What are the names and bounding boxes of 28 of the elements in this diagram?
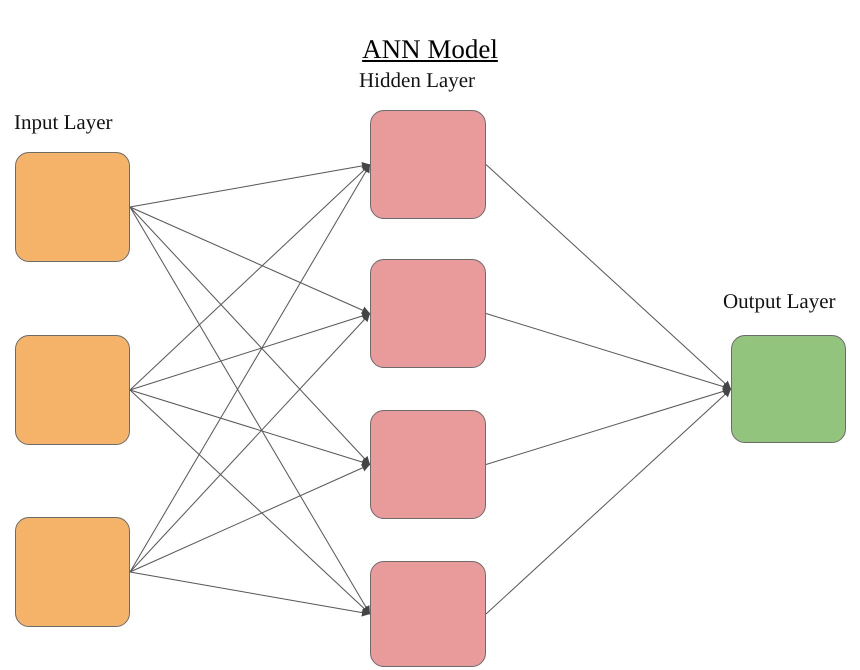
arrow — [486, 313, 732, 390]
layer-heading: Output Layer — [723, 289, 836, 314]
neuron-box — [15, 152, 130, 262]
neuron-box — [370, 561, 486, 667]
neuron-box — [15, 517, 130, 627]
arrow — [130, 390, 370, 466]
neuron-box — [370, 410, 486, 519]
layer-heading: Hidden Layer — [359, 68, 476, 93]
arrow — [130, 572, 370, 617]
arrow — [486, 388, 732, 465]
neuron-box — [731, 335, 846, 443]
arrow — [486, 388, 732, 614]
arrow — [130, 313, 370, 572]
arrow — [130, 464, 370, 572]
arrow — [130, 206, 370, 314]
layer-heading: Input Layer — [14, 110, 113, 135]
arrow — [130, 164, 370, 390]
neuron-box — [15, 335, 130, 445]
neuron-box — [370, 110, 486, 219]
arrow — [130, 164, 370, 572]
arrow — [130, 312, 370, 390]
neuron-box — [370, 259, 486, 368]
arrow — [130, 206, 370, 614]
arrow — [130, 162, 370, 208]
diagram-title: ANN Model — [362, 34, 498, 64]
arrow — [130, 206, 370, 465]
arrow — [130, 390, 370, 614]
arrow — [486, 164, 732, 390]
